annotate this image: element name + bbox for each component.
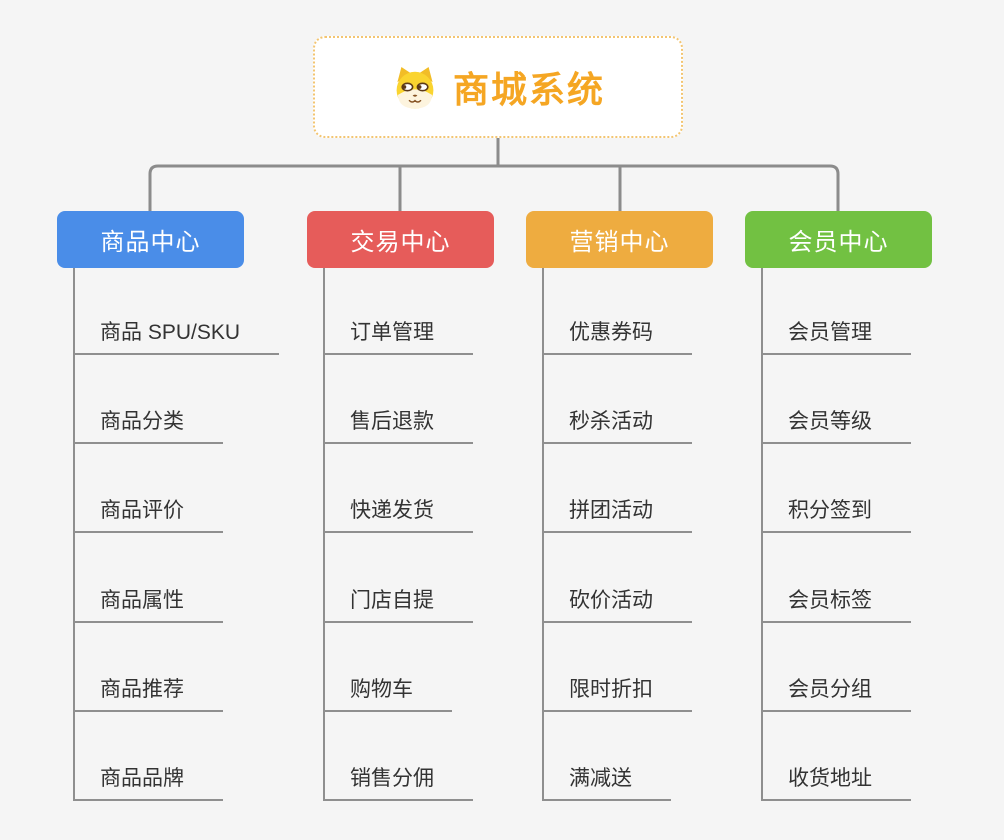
leaf-label: 商品品牌	[100, 767, 184, 790]
leaf-label: 限时折扣	[569, 678, 653, 701]
leaf-label: 商品推荐	[100, 678, 184, 701]
root-node-label: 商城系统	[452, 69, 605, 110]
leaf-node-express-shipping[interactable]: 快递发货	[323, 485, 473, 533]
leaf-node-product-category[interactable]: 商品分类	[73, 396, 223, 444]
leaf-label: 优惠券码	[569, 321, 653, 344]
leaf-node-member-group[interactable]: 会员分组	[761, 664, 911, 712]
leaf-label: 商品属性	[100, 589, 184, 612]
leaf-label: 会员分组	[788, 678, 872, 701]
root-node[interactable]: 商城系统	[313, 36, 683, 138]
branch-vertical-line	[761, 268, 763, 801]
leaf-label: 订单管理	[350, 321, 434, 344]
leaf-label: 购物车	[350, 678, 413, 701]
leaf-node-sales-commission[interactable]: 销售分佣	[323, 753, 473, 801]
leaf-label: 砍价活动	[569, 589, 653, 612]
leaf-node-product-attribute[interactable]: 商品属性	[73, 575, 223, 623]
leaf-label: 售后退款	[350, 410, 434, 433]
leaf-label: 满减送	[569, 767, 632, 790]
leaf-label: 会员标签	[788, 589, 872, 612]
branch-column-marketing-center: 营销中心 优惠券码 秒杀活动 拼团活动 砍价活动 限时折扣 满减送	[526, 211, 713, 811]
leaf-node-shipping-address[interactable]: 收货地址	[761, 753, 911, 801]
leaf-node-points-checkin[interactable]: 积分签到	[761, 485, 911, 533]
leaf-node-group-buy[interactable]: 拼团活动	[542, 485, 692, 533]
leaf-label: 商品 SPU/SKU	[100, 321, 241, 344]
leaf-label: 拼团活动	[569, 499, 653, 522]
branch-vertical-line	[542, 268, 544, 801]
leaf-node-product-brand[interactable]: 商品品牌	[73, 753, 223, 801]
leaf-label: 积分签到	[788, 499, 872, 522]
leaf-node-shopping-cart[interactable]: 购物车	[323, 664, 452, 712]
leaf-node-aftersale-refund[interactable]: 售后退款	[323, 396, 473, 444]
branch-node-product-center[interactable]: 商品中心	[57, 211, 244, 268]
leaf-label: 会员管理	[788, 321, 872, 344]
shiba-dog-icon	[396, 67, 434, 109]
leaf-label: 商品评价	[100, 499, 184, 522]
leaf-node-product-recommend[interactable]: 商品推荐	[73, 664, 223, 712]
leaf-label: 秒杀活动	[569, 410, 653, 433]
branch-vertical-line	[73, 268, 75, 801]
branch-node-marketing-center[interactable]: 营销中心	[526, 211, 713, 268]
leaf-node-flash-sale[interactable]: 秒杀活动	[542, 396, 692, 444]
branch-column-member-center: 会员中心 会员管理 会员等级 积分签到 会员标签 会员分组 收货地址	[745, 211, 932, 811]
leaf-node-member-management[interactable]: 会员管理	[761, 307, 911, 355]
leaf-label: 商品分类	[100, 410, 184, 433]
branch-node-member-center[interactable]: 会员中心	[745, 211, 932, 268]
leaf-node-spend-save-promo[interactable]: 满减送	[542, 753, 671, 801]
leaf-node-member-level[interactable]: 会员等级	[761, 396, 911, 444]
leaf-node-limited-time-discount[interactable]: 限时折扣	[542, 664, 692, 712]
leaf-label: 会员等级	[788, 410, 872, 433]
leaf-node-bargain-activity[interactable]: 砍价活动	[542, 575, 692, 623]
leaf-label: 收货地址	[788, 767, 872, 790]
leaf-node-store-pickup[interactable]: 门店自提	[323, 575, 473, 623]
branch-node-trade-center[interactable]: 交易中心	[307, 211, 494, 268]
leaf-node-order-management[interactable]: 订单管理	[323, 307, 473, 355]
branch-column-product-center: 商品中心 商品 SPU/SKU 商品分类 商品评价 商品属性 商品推荐 商品品牌	[57, 211, 280, 811]
leaf-node-member-tag[interactable]: 会员标签	[761, 575, 911, 623]
leaf-label: 销售分佣	[350, 767, 434, 790]
leaf-node-product-review[interactable]: 商品评价	[73, 485, 223, 533]
branch-vertical-line	[323, 268, 325, 801]
leaf-node-product-spu-sku[interactable]: 商品 SPU/SKU	[73, 307, 280, 355]
leaf-node-coupon-code[interactable]: 优惠券码	[542, 307, 692, 355]
branch-rail-line	[148, 164, 840, 211]
leaf-label: 快递发货	[350, 499, 434, 522]
leaf-label: 门店自提	[350, 589, 434, 612]
branch-column-trade-center: 交易中心 订单管理 售后退款 快递发货 门店自提 购物车 销售分佣	[307, 211, 494, 811]
